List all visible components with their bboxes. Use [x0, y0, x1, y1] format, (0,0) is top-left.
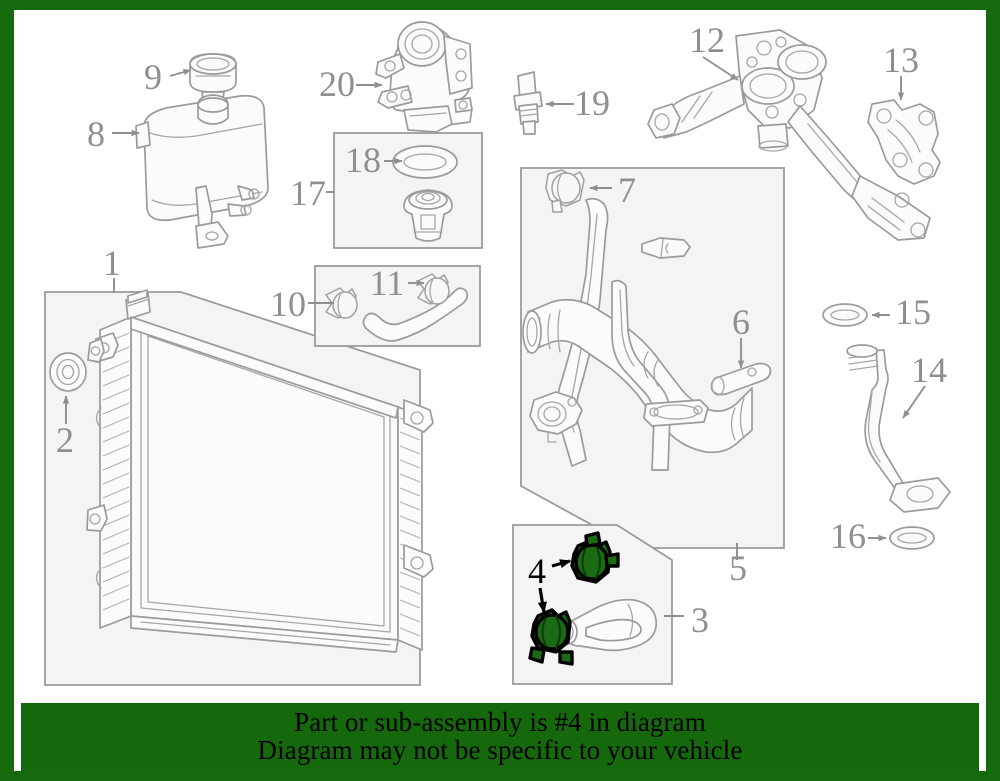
o-ring-seal-upper[interactable] — [822, 303, 868, 327]
callout-17: 17 — [290, 173, 326, 213]
heater-hose-clamp-right[interactable] — [417, 273, 450, 305]
callout-13: 13 — [883, 40, 919, 80]
water-outlet-housing[interactable] — [647, 29, 931, 241]
callout-11: 11 — [370, 263, 405, 303]
callout-8: 8 — [87, 114, 105, 154]
callout-18: 18 — [345, 140, 381, 180]
thermostat-seal[interactable] — [392, 145, 458, 179]
callout-5: 5 — [729, 548, 747, 588]
callout-20: 20 — [319, 64, 355, 104]
callout-15: 15 — [895, 292, 931, 332]
callout-4: 4 — [528, 551, 546, 591]
hose-clamp-highlighted-upper[interactable] — [570, 531, 620, 584]
callout-6: 6 — [732, 302, 750, 342]
callout-3: 3 — [691, 600, 709, 640]
mounting-bracket[interactable] — [867, 99, 941, 185]
coolant-temperature-sensor[interactable] — [513, 71, 543, 135]
callout-2: 2 — [56, 420, 74, 460]
hose-connector-fitting[interactable] — [641, 237, 691, 259]
radiator-hose-assembly[interactable] — [522, 197, 753, 471]
heater-hose-clamp-left[interactable] — [325, 287, 358, 319]
notice-banner-bg — [21, 703, 979, 771]
callout-9: 9 — [144, 57, 162, 97]
leader-lines — [62, 56, 926, 617]
callout-14: 14 — [911, 350, 947, 390]
thermostat-assembly-part[interactable] — [403, 189, 453, 242]
hose-clamp-lower[interactable] — [710, 362, 772, 396]
radiator-assembly[interactable] — [86, 289, 434, 653]
callout-16: 16 — [830, 516, 866, 556]
o-ring-seal-lower[interactable] — [889, 526, 935, 550]
notice-banner-line-1: Part or sub-assembly is #4 in diagram — [294, 707, 706, 738]
radiator-mount-bushing[interactable] — [49, 352, 87, 392]
callout-19: 19 — [574, 83, 610, 123]
notice-banner: Part or sub-assembly is #4 in diagram Di… — [21, 703, 979, 771]
hose-clamp-highlighted-lower[interactable] — [528, 608, 574, 666]
callout-12: 12 — [689, 20, 725, 60]
hose-clamp-upper[interactable] — [545, 169, 585, 213]
callout-10: 10 — [270, 284, 306, 324]
hose-flange-gasket[interactable] — [529, 391, 583, 443]
callout-7: 7 — [618, 170, 636, 210]
reservoir-cap[interactable] — [189, 53, 237, 110]
hose-retainer-clip[interactable] — [643, 399, 709, 427]
notice-banner-line-2: Diagram may not be specific to your vehi… — [257, 735, 743, 765]
coolant-recovery-reservoir[interactable] — [135, 94, 269, 249]
heater-hose[interactable] — [362, 287, 469, 342]
callout-numbers: 1 2 3 4 5 6 7 8 9 10 11 12 13 14 15 16 1… — [56, 20, 947, 640]
water-pump-housing[interactable] — [375, 21, 473, 133]
water-inlet-pipe[interactable] — [846, 344, 951, 513]
callout-1: 1 — [103, 243, 121, 283]
